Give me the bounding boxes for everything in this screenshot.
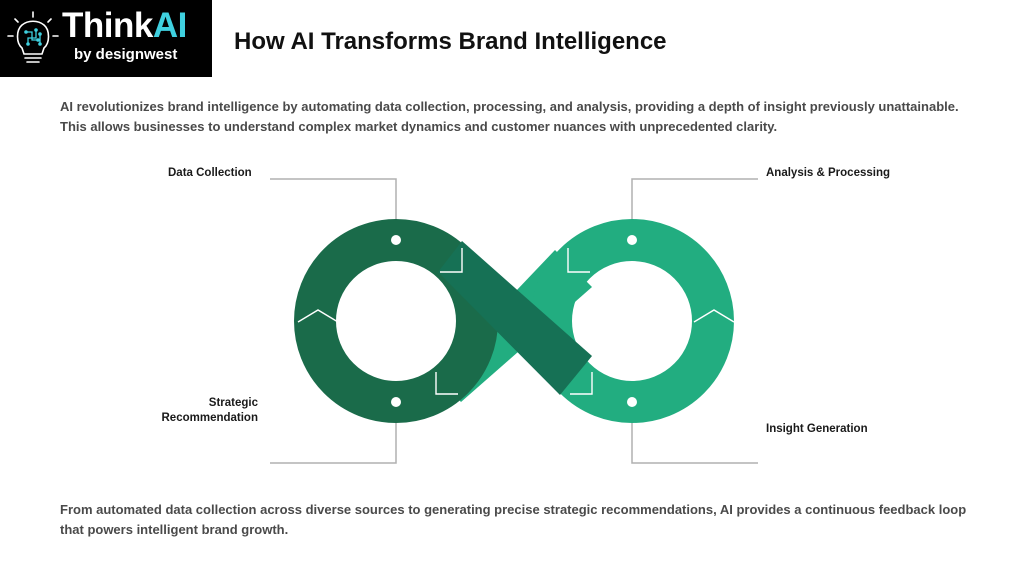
logo: ThinkAI by designwest xyxy=(0,0,212,77)
segment-notches xyxy=(297,248,735,395)
dot-insight xyxy=(627,397,637,407)
dot-strategy xyxy=(391,397,401,407)
stage-label-strategic-recommendation: Strategic Recommendation xyxy=(161,397,259,424)
logo-name-ai: AI xyxy=(152,6,188,45)
lightbulb-brain-icon xyxy=(7,11,59,63)
intro-paragraph: AI revolutionizes brand intelligence by … xyxy=(60,99,959,134)
outro-paragraph: From automated data collection across di… xyxy=(60,502,967,537)
stage-label-data-collection: Data Collection xyxy=(168,167,252,179)
right-ring xyxy=(530,219,734,423)
stage-dots xyxy=(391,235,637,407)
dot-analysis xyxy=(627,235,637,245)
dot-data-collection xyxy=(391,235,401,245)
stage-label-analysis-processing: Analysis & Processing xyxy=(766,167,890,179)
loop-band-falling xyxy=(438,241,592,395)
logo-name-think: Think xyxy=(62,6,153,45)
page-title: How AI Transforms Brand Intelligence xyxy=(234,28,667,55)
logo-tagline: by designwest xyxy=(74,46,178,63)
stage-label-insight-generation: Insight Generation xyxy=(766,423,868,435)
logo-wordmark: ThinkAI xyxy=(62,6,187,46)
